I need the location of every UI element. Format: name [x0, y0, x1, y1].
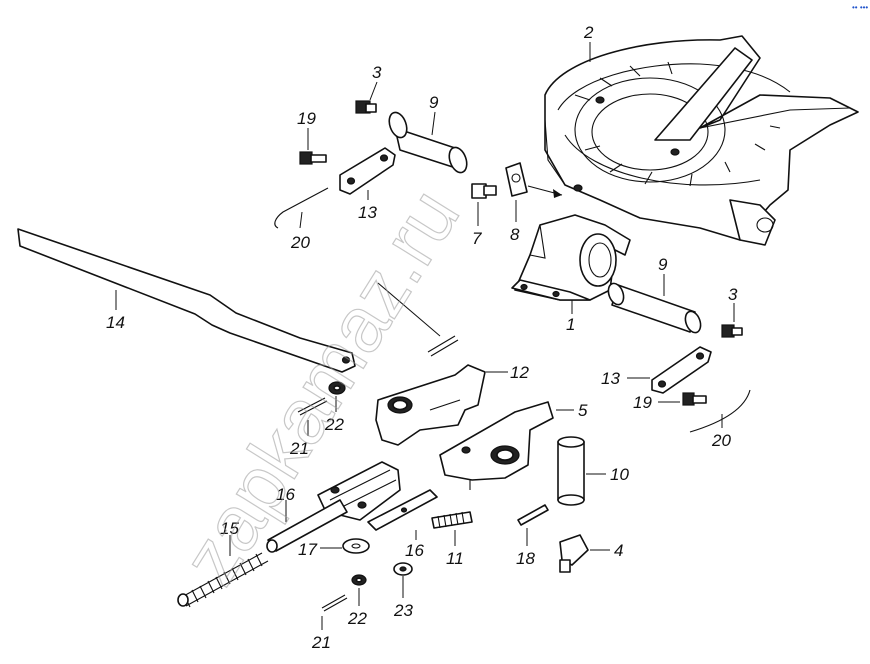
callout-23: 23 [393, 601, 413, 620]
callout-9: 9 [429, 93, 439, 112]
callout-20: 20 [290, 233, 310, 252]
part-coil-spring [177, 552, 269, 608]
part-spring-pin [427, 335, 459, 357]
callout-15: 15 [220, 519, 239, 538]
part-bracket [511, 214, 631, 301]
part-bolt-upper [299, 151, 327, 165]
part-link-plate-lower [651, 346, 712, 394]
corner-mark: •• ••• [852, 3, 868, 12]
part-cotter-wire-upper [274, 187, 329, 229]
part-bolt-lower [682, 392, 707, 406]
callout-14: 14 [106, 313, 125, 332]
part-washer-23 [393, 562, 413, 576]
part-latch-jaw-lower [439, 401, 554, 490]
part-pin-lower [607, 282, 702, 334]
callout-21: 21 [289, 439, 309, 458]
callout-9: 9 [658, 255, 668, 274]
part-saddle-plate [544, 35, 859, 246]
callout-13: 13 [358, 203, 377, 222]
callout-19: 19 [633, 393, 652, 412]
part-cotter-pin-upper [297, 397, 328, 416]
callout-8: 8 [510, 225, 520, 244]
callout-2: 2 [583, 23, 594, 42]
part-nut-lower [351, 574, 367, 586]
leader-lines [115, 42, 735, 630]
callout-labels: 2 3 9 19 13 20 7 8 1 14 9 3 13 19 20 12 … [106, 23, 738, 652]
part-slider-assembly [266, 461, 401, 553]
callout-21: 21 [311, 633, 331, 652]
part-fitting-upper [355, 100, 377, 114]
part-link-plate-upper [339, 147, 396, 195]
callout-22: 22 [324, 415, 344, 434]
callout-7: 7 [472, 229, 482, 248]
callout-5: 5 [578, 401, 588, 420]
part-fitting-lower [721, 324, 743, 338]
callout-13: 13 [601, 369, 620, 388]
part-tab-8 [505, 162, 528, 197]
callout-16: 16 [276, 485, 295, 504]
part-cotter-wire-lower [689, 389, 751, 433]
callout-11: 11 [446, 549, 464, 568]
part-pin-18 [517, 504, 549, 526]
callout-19: 19 [297, 109, 316, 128]
part-spring-11 [431, 511, 473, 529]
callout-18: 18 [516, 549, 535, 568]
part-lever [17, 228, 356, 373]
arrow-to-saddle [527, 185, 563, 198]
callout-20: 20 [711, 431, 731, 450]
callout-4: 4 [614, 541, 623, 560]
part-cotter-pin-lower [321, 594, 348, 612]
callout-3: 3 [372, 63, 382, 82]
part-nut-upper [328, 381, 346, 395]
callout-16: 16 [405, 541, 424, 560]
part-flat-key [367, 489, 438, 531]
callout-10: 10 [610, 465, 629, 484]
callout-22: 22 [347, 609, 367, 628]
part-latch-jaw-upper [375, 364, 486, 446]
callout-17: 17 [298, 540, 317, 559]
part-bolt-7 [471, 183, 497, 199]
callout-1: 1 [566, 315, 575, 334]
part-washer-17 [342, 538, 370, 554]
callout-12: 12 [510, 363, 529, 382]
part-fitting-4 [559, 534, 589, 573]
callout-3: 3 [728, 285, 738, 304]
part-bushing [557, 436, 585, 506]
part-pin-upper [388, 111, 468, 174]
